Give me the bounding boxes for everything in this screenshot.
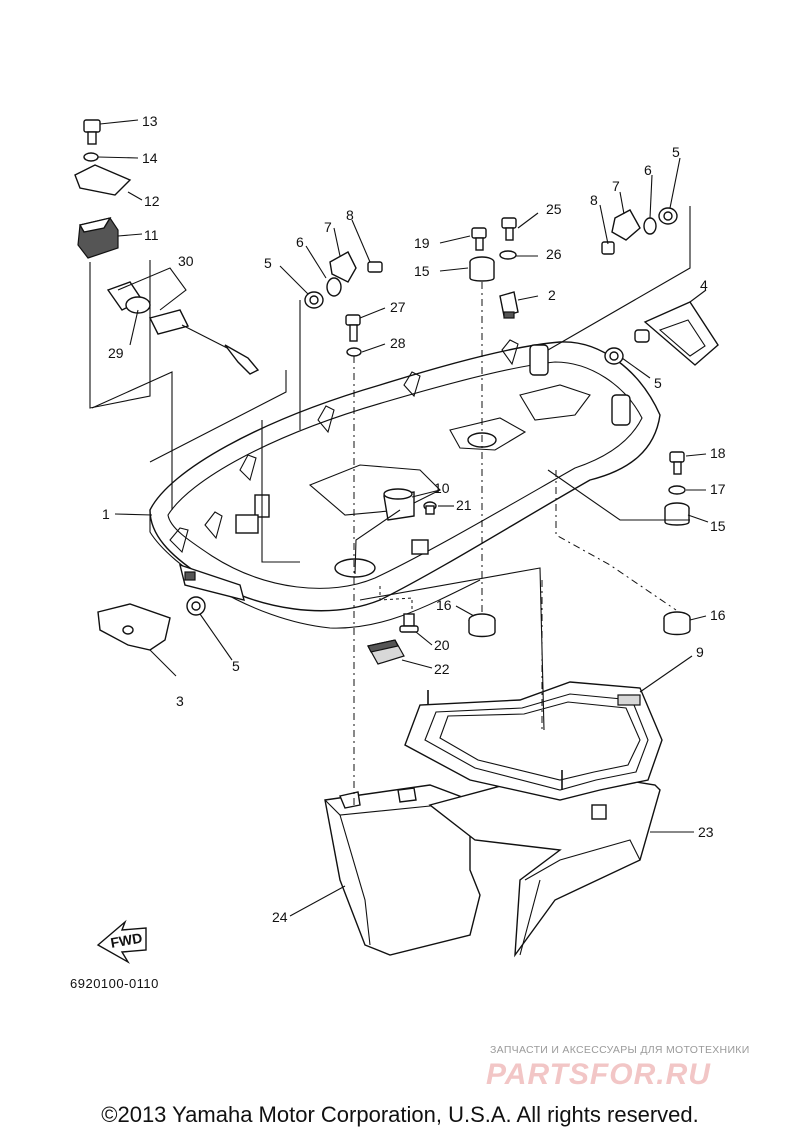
grommet-5-mid (604, 347, 624, 365)
bolt-27 (345, 314, 361, 342)
callout-c15b: 15 (710, 518, 726, 534)
washer-6-right (643, 217, 657, 235)
washer-26 (499, 250, 517, 260)
callout-c6a: 6 (296, 234, 304, 250)
callout-c26: 26 (546, 246, 562, 262)
grommet-5-right (658, 207, 678, 225)
grommet-15-top (469, 256, 495, 282)
grommet-11 (77, 216, 119, 259)
grommet-5-upper (304, 291, 324, 309)
bracket-7-right (611, 209, 641, 241)
screw-8-left (367, 261, 383, 273)
bottom-cowling (149, 339, 661, 629)
grommet-10 (383, 488, 415, 521)
callout-c30: 30 (178, 253, 194, 269)
washer-6-left (326, 277, 342, 297)
callout-c5c: 5 (654, 375, 662, 391)
callout-c5a: 5 (264, 255, 272, 271)
callout-c20: 20 (434, 637, 450, 653)
callout-c11: 11 (144, 227, 159, 243)
callout-c5d: 5 (232, 658, 240, 674)
copyright-notice: ©2013 Yamaha Motor Corporation, U.S.A. A… (101, 1102, 699, 1127)
callout-c28: 28 (390, 335, 406, 351)
callout-c14: 14 (142, 150, 158, 166)
watermark-tagline: ЗАПЧАСТИ И АКСЕССУАРЫ ДЛЯ МОТОТЕХНИКИ (490, 1044, 750, 1056)
callout-labels: 1234555566778891011121314151516161718192… (102, 113, 726, 925)
fwd-arrow-label: FWD (109, 930, 143, 951)
screw-20 (399, 613, 419, 633)
leader-lines (89, 119, 709, 917)
bolt-19 (471, 227, 487, 251)
callout-c18: 18 (710, 445, 726, 461)
callout-c15a: 15 (414, 263, 430, 279)
diagram-code: 6920100-0110 (70, 976, 159, 991)
handle-3 (97, 603, 171, 651)
bolt-25 (501, 217, 517, 241)
callout-c8b: 8 (590, 192, 598, 208)
grommet-5-lower (186, 596, 206, 616)
callout-c10: 10 (434, 480, 450, 496)
callout-c27: 27 (390, 299, 406, 315)
grommet-16-left (468, 613, 496, 638)
bracket-12 (74, 164, 132, 196)
callout-c7a: 7 (324, 219, 332, 235)
callout-c19: 19 (414, 235, 430, 251)
washer-14 (83, 152, 99, 162)
bolt-13 (83, 119, 101, 145)
callout-c1: 1 (102, 506, 110, 522)
callout-c7b: 7 (612, 178, 620, 194)
callout-c24: 24 (272, 909, 288, 925)
grommet-16-right (663, 611, 691, 636)
fwd-arrow: FWD (96, 919, 147, 964)
seal-frame-9 (404, 681, 663, 801)
bracket-4 (634, 301, 719, 366)
watermark-logo: PARTSFOR.RU (486, 1058, 711, 1091)
callout-c17: 17 (710, 481, 726, 497)
fitting-2 (499, 291, 519, 319)
plug-21 (423, 501, 437, 515)
callout-c9: 9 (696, 644, 704, 660)
callout-c6b: 6 (644, 162, 652, 178)
callout-c5b: 5 (672, 144, 680, 160)
callout-c22: 22 (434, 661, 450, 677)
washer-28 (346, 347, 362, 357)
callout-c16b: 16 (710, 607, 726, 623)
callout-c21: 21 (456, 497, 472, 513)
callout-c16a: 16 (436, 597, 452, 613)
callout-c23: 23 (698, 824, 714, 840)
bracket-7-left (329, 251, 357, 283)
callout-c12: 12 (144, 193, 160, 209)
callout-c25: 25 (546, 201, 562, 217)
callout-c3: 3 (176, 693, 184, 709)
callout-c13: 13 (142, 113, 158, 129)
callout-c4: 4 (700, 277, 708, 293)
grommet-15-right (664, 502, 690, 526)
lever-assembly-30 (106, 281, 260, 375)
callout-c29: 29 (108, 345, 124, 361)
washer-17 (668, 485, 686, 495)
callout-c8a: 8 (346, 207, 354, 223)
bolt-18 (669, 451, 685, 475)
callout-c2: 2 (548, 287, 556, 303)
pad-22 (367, 639, 405, 665)
